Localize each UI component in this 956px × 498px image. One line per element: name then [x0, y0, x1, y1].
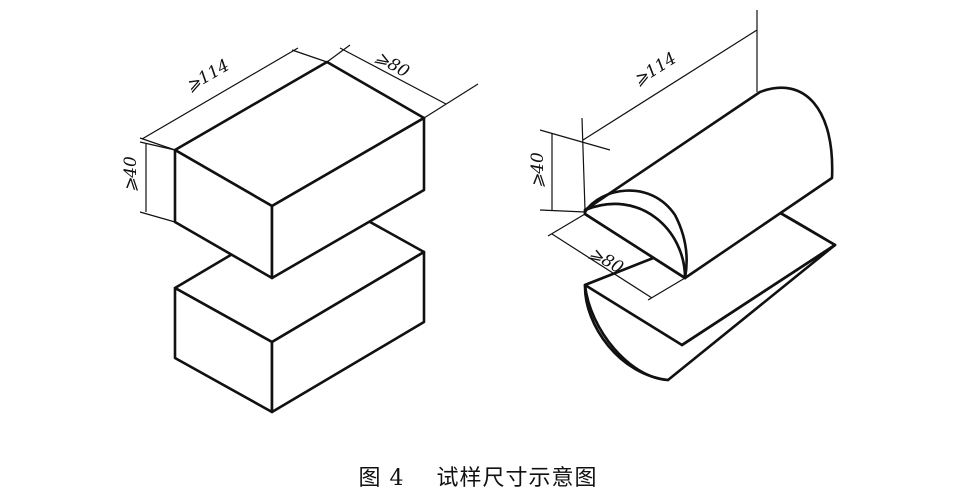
figure-caption-title: 试样尺寸示意图 — [436, 466, 598, 491]
figure-caption-number: 图 4 — [358, 466, 405, 491]
trough-end-curve — [583, 283, 670, 382]
left-specimen: ⩾114 ⩾80 ⩾40 — [121, 44, 479, 414]
left-top-block — [173, 60, 426, 280]
right-bottom-half-cylinder — [583, 208, 837, 382]
bottom-block-side-face — [270, 250, 426, 414]
right-height-label: ⩾40 — [528, 152, 548, 188]
trough-rim-line — [680, 243, 837, 347]
left-width-label: ⩾80 — [372, 47, 413, 82]
dome-front-arc — [583, 189, 688, 280]
right-height-dimension: ⩾40 — [528, 129, 611, 213]
dome-bottom-edge — [583, 212, 687, 280]
right-top-half-cylinder — [583, 86, 834, 280]
top-block-side-face — [270, 116, 426, 280]
figure-caption: 图 4 试样尺寸示意图 — [0, 460, 956, 492]
left-height-label: ⩾40 — [121, 156, 141, 192]
right-specimen: ⩾114 ⩾40 ⩾80 — [528, 10, 837, 382]
left-bottom-block — [173, 196, 426, 414]
left-height-dimension: ⩾40 — [121, 141, 176, 223]
